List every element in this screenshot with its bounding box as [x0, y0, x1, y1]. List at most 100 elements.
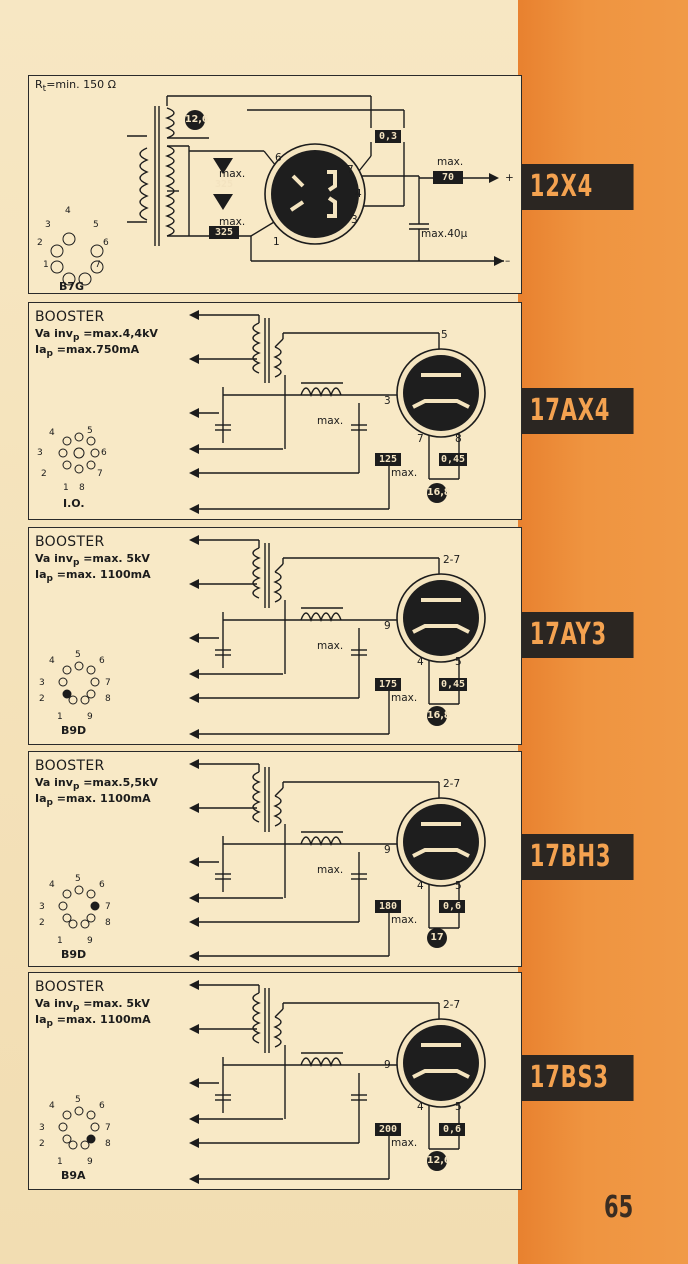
socket-pin-4: 4 — [49, 1101, 55, 1111]
spec-line-2: Iap =max. 1100mA — [35, 1013, 151, 1030]
resistance-spec: Rt=min. 150 Ω — [35, 78, 117, 95]
socket-pin-7: 7 — [105, 678, 111, 688]
circuit-panel-17ay3: BOOSTER Va invp =max. 5kV Iap =max. 1100… — [28, 527, 522, 745]
socket-pin-2: 2 — [37, 238, 43, 248]
socket-pin-5: 5 — [75, 650, 81, 660]
socket-pin-7: 7 — [105, 1123, 111, 1133]
booster-schematic — [58, 310, 486, 514]
voltage-max-label: max. — [391, 1137, 418, 1149]
socket-pin-7: 7 — [97, 469, 103, 479]
socket-pin-3: 3 — [39, 678, 45, 688]
socket-pin-4: 4 — [49, 656, 55, 666]
voltage-box: 175 — [375, 678, 401, 691]
socket-pin-6: 6 — [103, 238, 109, 248]
voltage-box: 200 — [375, 1123, 401, 1136]
cathode-pin: 3 — [384, 395, 391, 407]
cathode-pin: 9 — [384, 844, 391, 856]
socket-pin-4: 4 — [65, 206, 71, 216]
circuit-panel-17bh3: BOOSTER Va invp =max.5,5kV Iap =max. 110… — [28, 751, 522, 967]
socket-type: B9D — [61, 724, 87, 737]
socket-pin-3: 3 — [39, 902, 45, 912]
booster-schematic — [58, 759, 486, 961]
heater-pin-a: 7 — [417, 433, 424, 445]
cathode-pin-4: 4 — [355, 188, 362, 200]
page-number: 65 — [604, 1190, 634, 1225]
minus-terminal: – — [505, 255, 511, 267]
panel-title: BOOSTER — [35, 309, 105, 325]
spec-line-1: Va invp =max.5,5kV — [35, 776, 158, 793]
panel-title: BOOSTER — [35, 979, 105, 995]
voltage-max-label: max. — [391, 914, 418, 926]
socket-type: B9A — [61, 1169, 86, 1182]
socket-pin-3: 3 — [39, 1123, 45, 1133]
anode-pin: 2-7 — [443, 554, 461, 566]
choke-max-label: max. — [317, 640, 344, 652]
tube-label-17bh3: 17BH3 — [522, 834, 634, 880]
voltage-max-label: max. — [391, 692, 418, 704]
output-current-box: 70 — [433, 171, 463, 184]
choke-max-label: max. — [317, 415, 344, 427]
output-current-label: max. — [437, 156, 464, 168]
socket-pin-5: 5 — [75, 874, 81, 884]
socket-pin-2: 2 — [39, 918, 45, 928]
socket-pin-2: 2 — [39, 694, 45, 704]
voltage-box: 180 — [375, 900, 401, 913]
socket-pin-1: 1 — [57, 1157, 63, 1167]
filament-voltage-badge: 12,6 — [427, 1151, 450, 1171]
current-box: 0,6 — [439, 1123, 465, 1136]
socket-pin-6: 6 — [99, 1101, 105, 1111]
socket-pin-5: 5 — [93, 220, 99, 230]
circuit-panel-12x4: Rt=min. 150 Ω 12,6 0,3 max. 325 max. 325… — [28, 75, 522, 294]
socket-pin-3: 3 — [37, 448, 43, 458]
heater-pin-a: 4 — [417, 656, 424, 668]
filament-voltage-badge: 16,8 — [427, 483, 450, 503]
max-voltage-label-top: max. — [219, 168, 246, 180]
voltage-box: 125 — [375, 453, 401, 466]
socket-pin-5: 5 — [75, 1095, 81, 1105]
socket-pin-3: 3 — [45, 220, 51, 230]
socket-pin-1: 1 — [43, 260, 49, 270]
socket-pin-8: 8 — [79, 483, 85, 493]
filament-voltage-badge: 12,6 — [185, 110, 208, 130]
cathode-pin: 9 — [384, 1059, 391, 1071]
socket-pin-7: 7 — [95, 260, 101, 270]
rectifier-schematic — [50, 95, 504, 286]
heater-pin-b: 5 — [455, 656, 462, 668]
anode-pin-6: 6 — [275, 152, 282, 164]
cathode-pin-7: 7 — [347, 164, 354, 176]
filament-voltage-badge: 17 — [427, 928, 447, 948]
socket-pin-5: 5 — [87, 426, 93, 436]
socket-pin-4: 4 — [49, 428, 55, 438]
spec-line-1: Va invp =max.4,4kV — [35, 327, 158, 344]
max-voltage-box-bottom: 325 — [209, 226, 239, 239]
socket-type: B7G — [59, 280, 85, 293]
panel-title: BOOSTER — [35, 534, 105, 550]
cathode-pin: 9 — [384, 620, 391, 632]
spec-line-1: Va invp =max. 5kV — [35, 552, 150, 569]
spec-line-2: Iap =max.750mA — [35, 343, 140, 360]
panel-title: BOOSTER — [35, 758, 105, 774]
current-box: 0,45 — [439, 453, 467, 466]
socket-pin-7: 7 — [105, 902, 111, 912]
circuit-panel-17ax4: BOOSTER Va invp =max.4,4kV Iap =max.750m… — [28, 302, 522, 520]
socket-pin-2: 2 — [39, 1139, 45, 1149]
choke-max-label: max. — [317, 864, 344, 876]
circuit-panel-17bs3: BOOSTER Va invp =max. 5kV Iap =max. 1100… — [28, 972, 522, 1190]
anode-pin: 2-7 — [443, 778, 461, 790]
heater-current-box: 0,3 — [375, 130, 401, 143]
tube-label-17ax4: 17AX4 — [522, 388, 634, 434]
current-box: 0,45 — [439, 678, 467, 691]
socket-type: I.O. — [63, 497, 85, 510]
booster-schematic — [58, 535, 486, 739]
socket-pin-6: 6 — [99, 880, 105, 890]
socket-pin-9: 9 — [87, 936, 93, 946]
socket-pin-4: 4 — [49, 880, 55, 890]
spec-line-2: Iap =max. 1100mA — [35, 568, 151, 585]
socket-pin-8: 8 — [105, 694, 111, 704]
max-voltage-box-top: 325 — [214, 179, 234, 190]
spec-line-1: Va invp =max. 5kV — [35, 997, 150, 1014]
socket-pin-8: 8 — [105, 918, 111, 928]
heater-pin-a: 4 — [417, 880, 424, 892]
capacitor-label: max.40μ — [421, 228, 468, 240]
anode-pin-1: 1 — [273, 236, 280, 248]
